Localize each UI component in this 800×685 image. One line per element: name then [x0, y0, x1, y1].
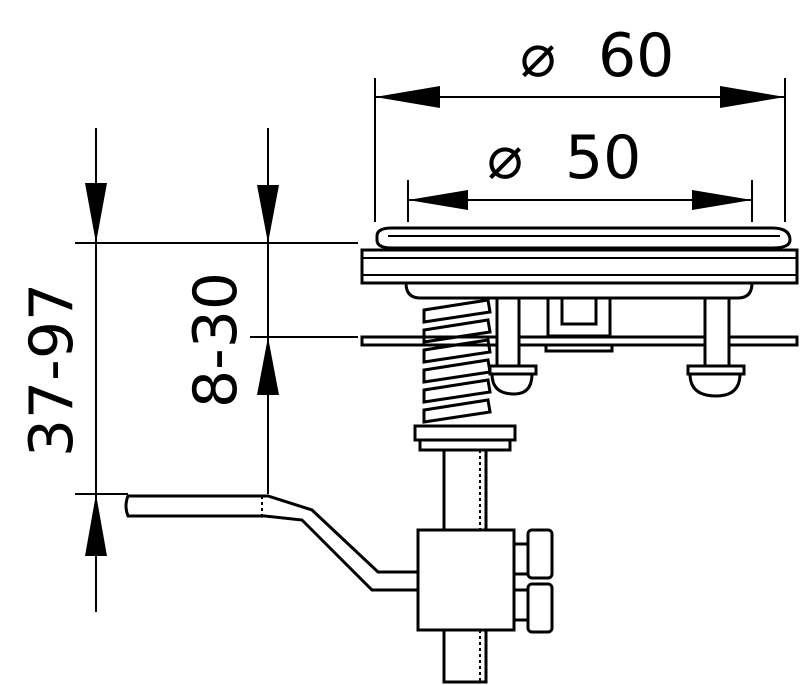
- dimension-inner-diameter: ⌀ 50: [407, 123, 753, 222]
- right-bolt-shaft: [703, 296, 731, 372]
- arrow-head: [408, 190, 468, 210]
- center-slot: [560, 296, 598, 326]
- arrow-head: [375, 86, 440, 108]
- dimension-outer-diameter: ⌀ 60: [374, 21, 786, 222]
- dimension-total-height: 37-97: [17, 128, 358, 612]
- latch-assembly: [124, 226, 799, 684]
- screw-upper: [526, 528, 554, 580]
- outer-diameter-symbol: ⌀: [520, 21, 556, 91]
- arrow-head: [257, 185, 279, 243]
- flange-plate: [360, 248, 799, 285]
- arrow-head: [720, 86, 785, 108]
- spring: [422, 298, 492, 424]
- inner-diameter-symbol: ⌀: [487, 123, 523, 193]
- arrow-head: [85, 494, 107, 556]
- handle-arm: [124, 494, 422, 592]
- right-bolt-nut: [688, 372, 742, 398]
- arrow-head: [257, 337, 279, 395]
- center-block-lower: [544, 343, 614, 353]
- housing: [404, 281, 754, 300]
- panel-thickness-label: 8-30: [181, 272, 251, 408]
- total-height-label: 37-97: [17, 283, 87, 457]
- left-bolt-nut: [490, 372, 534, 396]
- inner-diameter-value: 50: [565, 123, 641, 193]
- arrow-head: [692, 190, 752, 210]
- top-cap: [375, 226, 792, 250]
- screw-lower: [526, 582, 554, 634]
- outer-diameter-value: 60: [598, 21, 674, 91]
- spring-washer: [413, 424, 517, 442]
- arrow-head: [85, 183, 107, 243]
- left-bolt-shaft: [495, 296, 521, 372]
- cam-block: [416, 528, 516, 632]
- dimension-panel-thickness: 8-30: [181, 128, 358, 494]
